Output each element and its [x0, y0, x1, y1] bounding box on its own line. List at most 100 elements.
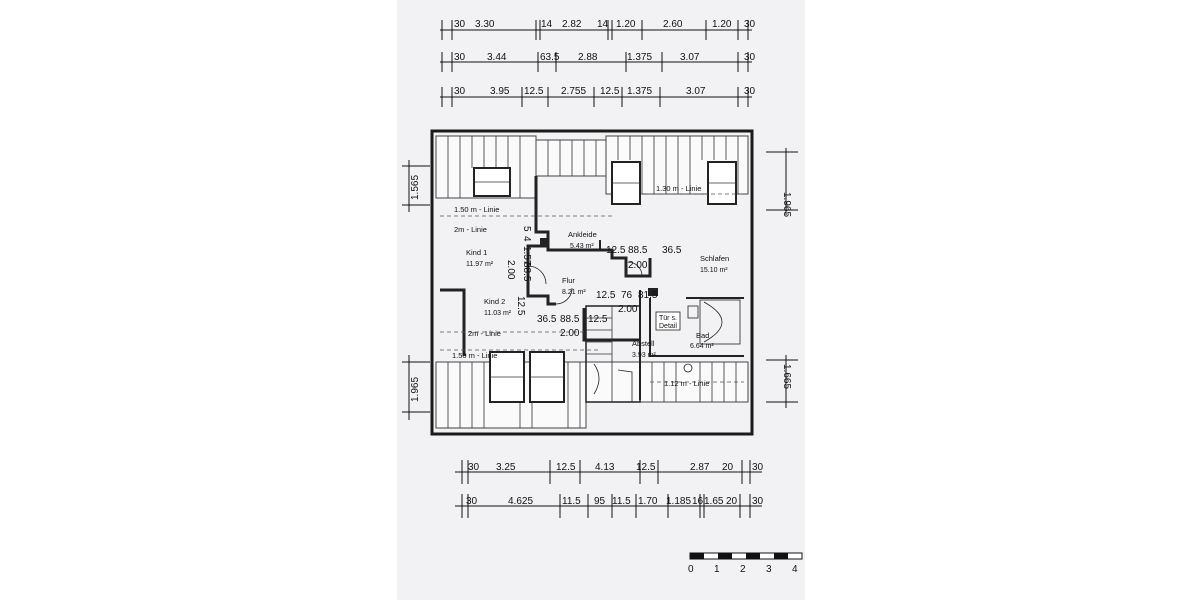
line-130: 1.30 m - Linie: [656, 184, 701, 193]
room-ankleide-area: 5.43 m²: [570, 243, 594, 250]
bottom-dimension-chains: [455, 460, 762, 518]
room-schlafen-area: 15.10 m²: [700, 267, 728, 274]
room-flur-name: Flur: [562, 276, 575, 285]
scale-label-1: 1: [714, 564, 720, 575]
room-kind1-area: 11.97 m²: [466, 261, 494, 268]
idim-9: 36.5: [537, 314, 557, 325]
dim-top3-h: 30: [744, 86, 756, 97]
idim-3: 36.5: [662, 245, 682, 256]
doors: [527, 261, 643, 305]
dim-bot2-f: 1.70: [638, 496, 658, 507]
dim-top1-d: 2.82: [562, 19, 582, 30]
chimney-marks: [540, 238, 658, 296]
detail-box: [655, 311, 681, 331]
dim-top1-h: 1.20: [712, 19, 732, 30]
dim-top3-e: 12.5: [600, 86, 620, 97]
room-ankleide-name: Ankleide: [568, 230, 597, 239]
dim-top3-d: 2.755: [561, 86, 586, 97]
dim-right-top: 1.965: [781, 192, 792, 217]
bath-fixtures: [683, 299, 741, 373]
scale-label-2: 2: [740, 564, 746, 575]
idim-4: 2.00: [628, 260, 648, 271]
rafters-top: [447, 136, 739, 198]
scale-label-0: 0: [688, 564, 694, 575]
dim-right-bottom: 1.665: [781, 364, 792, 389]
room-schlafen-name: Schlafen: [700, 254, 729, 263]
scale-label-3: 3: [766, 564, 772, 575]
idim-11: 12.5: [588, 314, 608, 325]
detail-note-line1: Tür s.: [659, 315, 677, 322]
dim-top2-d: 2.88: [578, 52, 598, 63]
dim-top2-b: 3.44: [487, 52, 507, 63]
height-lines: [440, 193, 744, 383]
dim-bot1-d: 4.13: [595, 462, 615, 473]
dim-top2-c: 63.5: [540, 52, 560, 63]
dim-top3-g: 3.07: [686, 86, 706, 97]
dim-top1-c: 14: [541, 19, 553, 30]
idim-v1: 1.57: [521, 246, 532, 266]
idim-v2: 5: [521, 226, 532, 232]
dim-bot1-e: 12.5: [636, 462, 656, 473]
room-abstell-area: 3.93 m²: [632, 352, 656, 359]
idim-12: 2.00: [560, 328, 580, 339]
room-kind1-name: Kind 1: [466, 248, 487, 257]
window-mullions: [474, 181, 736, 378]
room-abstell-name: Abstell: [632, 339, 655, 348]
scale-label-4: 4: [792, 564, 798, 575]
dim-top1-g: 2.60: [663, 19, 683, 30]
line-150-bottom: 1.50 m - Linie: [452, 351, 497, 360]
idim-1: 12.5: [606, 245, 626, 256]
dim-left-bottom: 1.965: [410, 377, 421, 402]
idim-v3: 4: [521, 236, 532, 242]
staircase: [585, 305, 641, 403]
idim-10: 88.5: [560, 314, 580, 325]
scale-bar: [689, 552, 803, 560]
line-112: 1.12 m - Linie: [664, 379, 709, 388]
dim-bot2-k: 30: [752, 496, 764, 507]
dim-top2-a: 30: [454, 52, 466, 63]
room-bad-name: Bad: [696, 331, 709, 340]
dim-bot1-f: 2.87: [690, 462, 710, 473]
dim-bot2-g: 1.185: [666, 496, 691, 507]
dim-bot2-c: 11.5: [562, 496, 581, 507]
dim-bot2-d: 95: [594, 496, 606, 507]
detail-note-line2: Detail: [659, 323, 677, 330]
dim-top1-i: 30: [744, 19, 756, 30]
dim-top1-f: 1.20: [616, 19, 636, 30]
dim-top3-c: 12.5: [524, 86, 544, 97]
dim-bot2-h: 16: [692, 496, 704, 507]
dim-bot2-b: 4.625: [508, 496, 533, 507]
top-dimension-chains: 30 3.30 14 2.82 14 1.20 2.60 1.20 30 30 …: [440, 19, 756, 107]
dim-bot1-g: 20: [722, 462, 734, 473]
idim-7: 81.5: [638, 290, 658, 301]
idim-2: 88.5: [628, 245, 648, 256]
idim-v5: 2.00: [505, 260, 516, 280]
dim-top3-a: 30: [454, 86, 466, 97]
line-2m-top: 2m - Linie: [454, 225, 487, 234]
line-150-top: 1.50 m - Linie: [454, 205, 499, 214]
dim-top3-b: 3.95: [490, 86, 510, 97]
dim-bot2-e: 11.5: [612, 496, 631, 507]
dim-bot2-j: 20: [726, 496, 738, 507]
dim-top3-f: 1.375: [627, 86, 652, 97]
line-2m-bottom: 2m - Linie: [468, 329, 501, 338]
dim-left-top: 1.565: [410, 175, 421, 200]
idim-v4: 88.5: [521, 262, 532, 282]
dim-bot1-h: 30: [752, 462, 764, 473]
dim-top1-b: 3.30: [475, 19, 495, 30]
idim-v6: 12.5: [515, 296, 526, 316]
room-kind2-name: Kind 2: [484, 297, 505, 306]
dim-top2-e: 1.375: [627, 52, 652, 63]
idim-6: 76: [621, 290, 633, 301]
dim-bot1-b: 3.25: [496, 462, 516, 473]
room-flur-area: 8.21 m²: [562, 289, 586, 296]
dim-bot2-i: 1.65: [704, 496, 724, 507]
interior-dimensions: 12.5 88.5 36.5 2.00 12.5 76 81.5 2.00 36…: [505, 226, 682, 339]
side-dimensions: [402, 148, 798, 420]
dim-top1-e: 14: [597, 19, 609, 30]
idim-8: 2.00: [618, 304, 638, 315]
dim-bot1-c: 12.5: [556, 462, 576, 473]
dim-top1-a: 30: [454, 19, 466, 30]
dim-top2-f: 3.07: [680, 52, 700, 63]
